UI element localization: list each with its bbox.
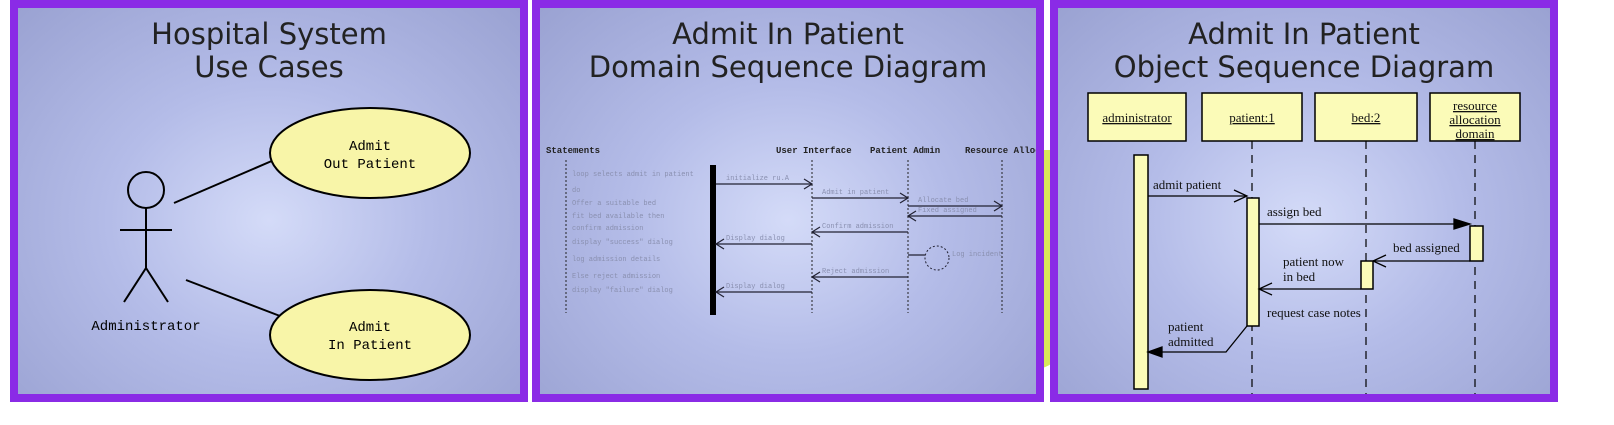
message-label: Confirm admission: [822, 223, 893, 231]
actor-label: Administrator: [91, 319, 200, 335]
message-label: Log incident: [952, 251, 1002, 259]
object-label: administrator: [1102, 110, 1172, 125]
column-header: User Interface: [776, 146, 852, 156]
statement-line: Offer a suitable bed: [572, 200, 656, 208]
title-line: Admit In Patient: [1188, 17, 1420, 51]
slide-title: Hospital System Use Cases: [18, 18, 520, 84]
message-label: patient now: [1283, 254, 1345, 269]
statement-line: display "success" dialog: [572, 239, 673, 247]
object-label: domain: [1456, 126, 1495, 141]
slide-use-cases: Hospital System Use Cases Administrator …: [10, 0, 528, 402]
slide-title: Admit In Patient Domain Sequence Diagram: [540, 18, 1036, 84]
message-label: assign bed: [1267, 204, 1322, 219]
object-box: [1429, 92, 1521, 142]
object-box: [1087, 92, 1187, 142]
object-label: resource: [1453, 98, 1497, 113]
message-label: patient: [1168, 319, 1204, 334]
message-label: bed assigned: [1393, 240, 1460, 255]
title-line: Object Sequence Diagram: [1113, 50, 1495, 84]
slide-title: Admit In Patient Object Sequence Diagram: [1058, 18, 1550, 84]
column-header: Statements: [546, 146, 600, 156]
object-label: bed:2: [1352, 110, 1381, 125]
message-label: Display dialog: [726, 235, 785, 243]
slide-object-sequence: Admit In Patient Object Sequence Diagram…: [1050, 0, 1558, 402]
title-line: Use Cases: [194, 50, 344, 84]
use-case-admit-out-patient[interactable]: Admit Out Patient: [269, 107, 471, 199]
statement-line: display "failure" dialog: [572, 287, 673, 295]
message-label: Display dialog: [726, 283, 785, 291]
statement-line: do: [572, 187, 580, 195]
use-case-label: Admit: [349, 139, 391, 155]
use-case-label: In Patient: [328, 338, 412, 354]
message-label: Allocate bed: [918, 197, 968, 205]
object-label: allocation: [1449, 112, 1501, 127]
message-label: Reject admission: [822, 268, 889, 276]
use-case-label: Out Patient: [324, 157, 416, 173]
message-label: admitted: [1168, 334, 1214, 349]
activations: [1133, 154, 1484, 390]
message-label: Fixed assigned: [918, 207, 977, 215]
object-label: patient:1: [1229, 110, 1275, 125]
statement-line: loop selects admit in patient: [572, 171, 694, 179]
column-header: Patient Admin: [870, 146, 940, 156]
actor-icon: [120, 159, 281, 317]
message-label: in bed: [1283, 269, 1316, 284]
column-header: Resource Alloc: [965, 146, 1036, 156]
use-case-label: Admit: [349, 320, 391, 336]
message-label: admit patient: [1153, 177, 1222, 192]
statement-line: fit bed available then: [572, 213, 664, 221]
object-sequence-diagram: administrator patient:1 bed:2 resource a…: [1087, 92, 1521, 394]
slide-domain-sequence: Admit In Patient Domain Sequence Diagram…: [532, 0, 1044, 402]
statement-line: Else reject admission: [572, 273, 660, 281]
title-line: Hospital System: [151, 17, 387, 51]
domain-sequence-diagram: Statements User Interface Patient Admin Res…: [546, 146, 1036, 315]
object-box: [1314, 92, 1418, 142]
object-box: [1201, 92, 1303, 142]
use-case-diagram: Administrator Admit Out Patient Admit In…: [91, 107, 471, 381]
use-case-admit-in-patient[interactable]: Admit In Patient: [269, 289, 471, 381]
message-label: request case notes: [1267, 305, 1361, 320]
title-line: Domain Sequence Diagram: [588, 50, 988, 84]
log-circle: [924, 245, 950, 271]
focus-bar: [710, 165, 716, 315]
statement-line: log admission details: [572, 256, 660, 264]
message-label: Admit in patient: [822, 189, 889, 197]
statement-line: confirm admission: [572, 225, 643, 233]
title-line: Admit In Patient: [672, 17, 904, 51]
message-label: initialize ru.A: [726, 175, 790, 183]
